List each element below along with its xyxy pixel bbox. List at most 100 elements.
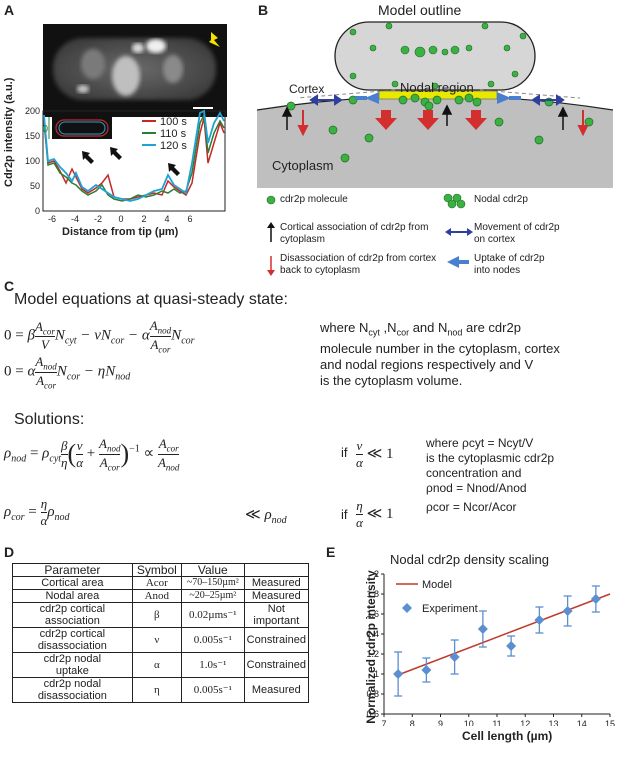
intensity-profile-plot: 200 150 100 50 0 -6 -4 -2 0 2 4 6 0 100 s 110… [25, 106, 226, 223]
x-tick-label: 11 [492, 719, 501, 726]
legend-cdr2p-molecule: cdr2p molecule [280, 194, 348, 205]
inset-zero: 0 [42, 124, 48, 135]
where-text: where Ncyt ,Ncor and Nnod are cdr2p mole… [320, 320, 560, 388]
svg-text:-4: -4 [71, 214, 79, 223]
svg-text:6: 6 [187, 214, 192, 223]
ytick-150: 150 [25, 131, 40, 141]
model-line [395, 593, 611, 677]
experiment-point [421, 665, 432, 675]
red-downward-arrow-icon [375, 110, 487, 130]
svg-text:-6: -6 [48, 214, 56, 223]
legend-entry-110s: 110 s [160, 128, 187, 140]
svg-text:2: 2 [141, 214, 146, 223]
x-tick-label: 13 [548, 719, 558, 726]
ytick-0: 0 [35, 206, 40, 216]
header-parameter: Parameter [12, 563, 133, 577]
experiment-point [562, 606, 573, 616]
cortex-label: Cortex [289, 82, 325, 96]
table-row: Cortical area Acor ~70–150µm² Measured [12, 576, 310, 590]
cytoplasm-label: Cytoplasm [272, 158, 334, 173]
table-row: Nodal area Anod ~20–25µm² Measured [12, 589, 310, 603]
legend-experiment-label: Experiment [422, 603, 478, 615]
y-tick-label: 1.4 [366, 629, 379, 639]
table-header-row: Parameter Symbol Value [12, 563, 310, 577]
cell-outline [334, 21, 536, 91]
experiment-point [393, 669, 404, 679]
experiment-point [590, 594, 601, 604]
micrograph-image [43, 24, 227, 117]
profile-legend: 100 s 110 s 120 s [142, 116, 187, 152]
black-arrow-icon [82, 147, 180, 176]
solutions-heading: Solutions: [14, 411, 85, 428]
y-tick-label: 2 [374, 569, 379, 579]
y-tick-label: 1 [374, 669, 379, 679]
chart-xlabel: Cell length (µm) [462, 729, 553, 743]
svg-text:-2: -2 [94, 214, 102, 223]
panel-a-label: A [4, 2, 15, 18]
experiment-point [534, 615, 545, 625]
disassociation-arrow-icon [297, 110, 589, 137]
model-outline-title: Model outline [378, 2, 462, 18]
experiment-point [477, 624, 488, 634]
panel-c-label: C [4, 278, 15, 294]
inset-cell-outline [48, 117, 112, 139]
y-tick-label: 1.6 [366, 609, 379, 619]
legend-experiment-swatch [402, 603, 412, 613]
much-less-rho-nod: ≪ ρnod [245, 507, 287, 526]
x-tick-label: 12 [520, 719, 530, 726]
association-arrow-icon [281, 104, 569, 130]
header-value: Value [180, 563, 245, 577]
parameter-table: Parameter Symbol Value Cortical area Aco… [12, 563, 310, 703]
legend-model-label: Model [422, 579, 452, 591]
yellow-arrow-icon [209, 32, 220, 47]
svg-text:0: 0 [118, 214, 123, 223]
legend-entry-100s: 100 s [160, 116, 187, 128]
if-label-1: if [341, 445, 348, 460]
chart-title: Nodal cdr2p density scaling [390, 552, 549, 567]
experiment-point [449, 652, 460, 662]
header-note [243, 563, 310, 577]
panel-d-label: D [4, 544, 15, 560]
ytick-100: 100 [25, 156, 40, 166]
x-tick-label: 14 [577, 719, 587, 726]
experiment-point [506, 641, 517, 651]
panel-b-label: B [258, 2, 269, 18]
ytick-200: 200 [25, 106, 40, 116]
solution-where-text: where ρcyt = Ncyt/V is the cytoplasmic c… [426, 436, 555, 514]
panel-c-heading: Model equations at quasi-steady state: [14, 291, 288, 308]
nodal-region-label: Nodal region [400, 80, 474, 95]
x-tick-label: 7 [381, 719, 386, 726]
svg-text:4: 4 [164, 214, 169, 223]
panel-b-legend-icons [266, 193, 473, 276]
ytick-50: 50 [30, 181, 40, 191]
header-symbol: Symbol [131, 563, 182, 577]
if-label-2: if [341, 507, 348, 522]
panel-a-ylabel: Cdr2p intensity (a.u.) [3, 77, 15, 187]
legend-entry-120s: 120 s [160, 140, 187, 152]
panel-a-xlabel: Distance from tip (µm) [62, 226, 179, 238]
model-schematic [256, 21, 614, 188]
legend-nodal-cdr2p: Nodal cdr2p [474, 194, 528, 205]
x-tick-label: 9 [438, 719, 443, 726]
y-tick-label: 1.2 [366, 649, 379, 659]
panel-e-label: E [326, 544, 336, 560]
x-tick-label: 10 [464, 719, 474, 726]
y-tick-label: 0.6 [366, 709, 379, 719]
x-tick-label: 8 [410, 719, 415, 726]
movement-arrow-icon [309, 94, 565, 106]
